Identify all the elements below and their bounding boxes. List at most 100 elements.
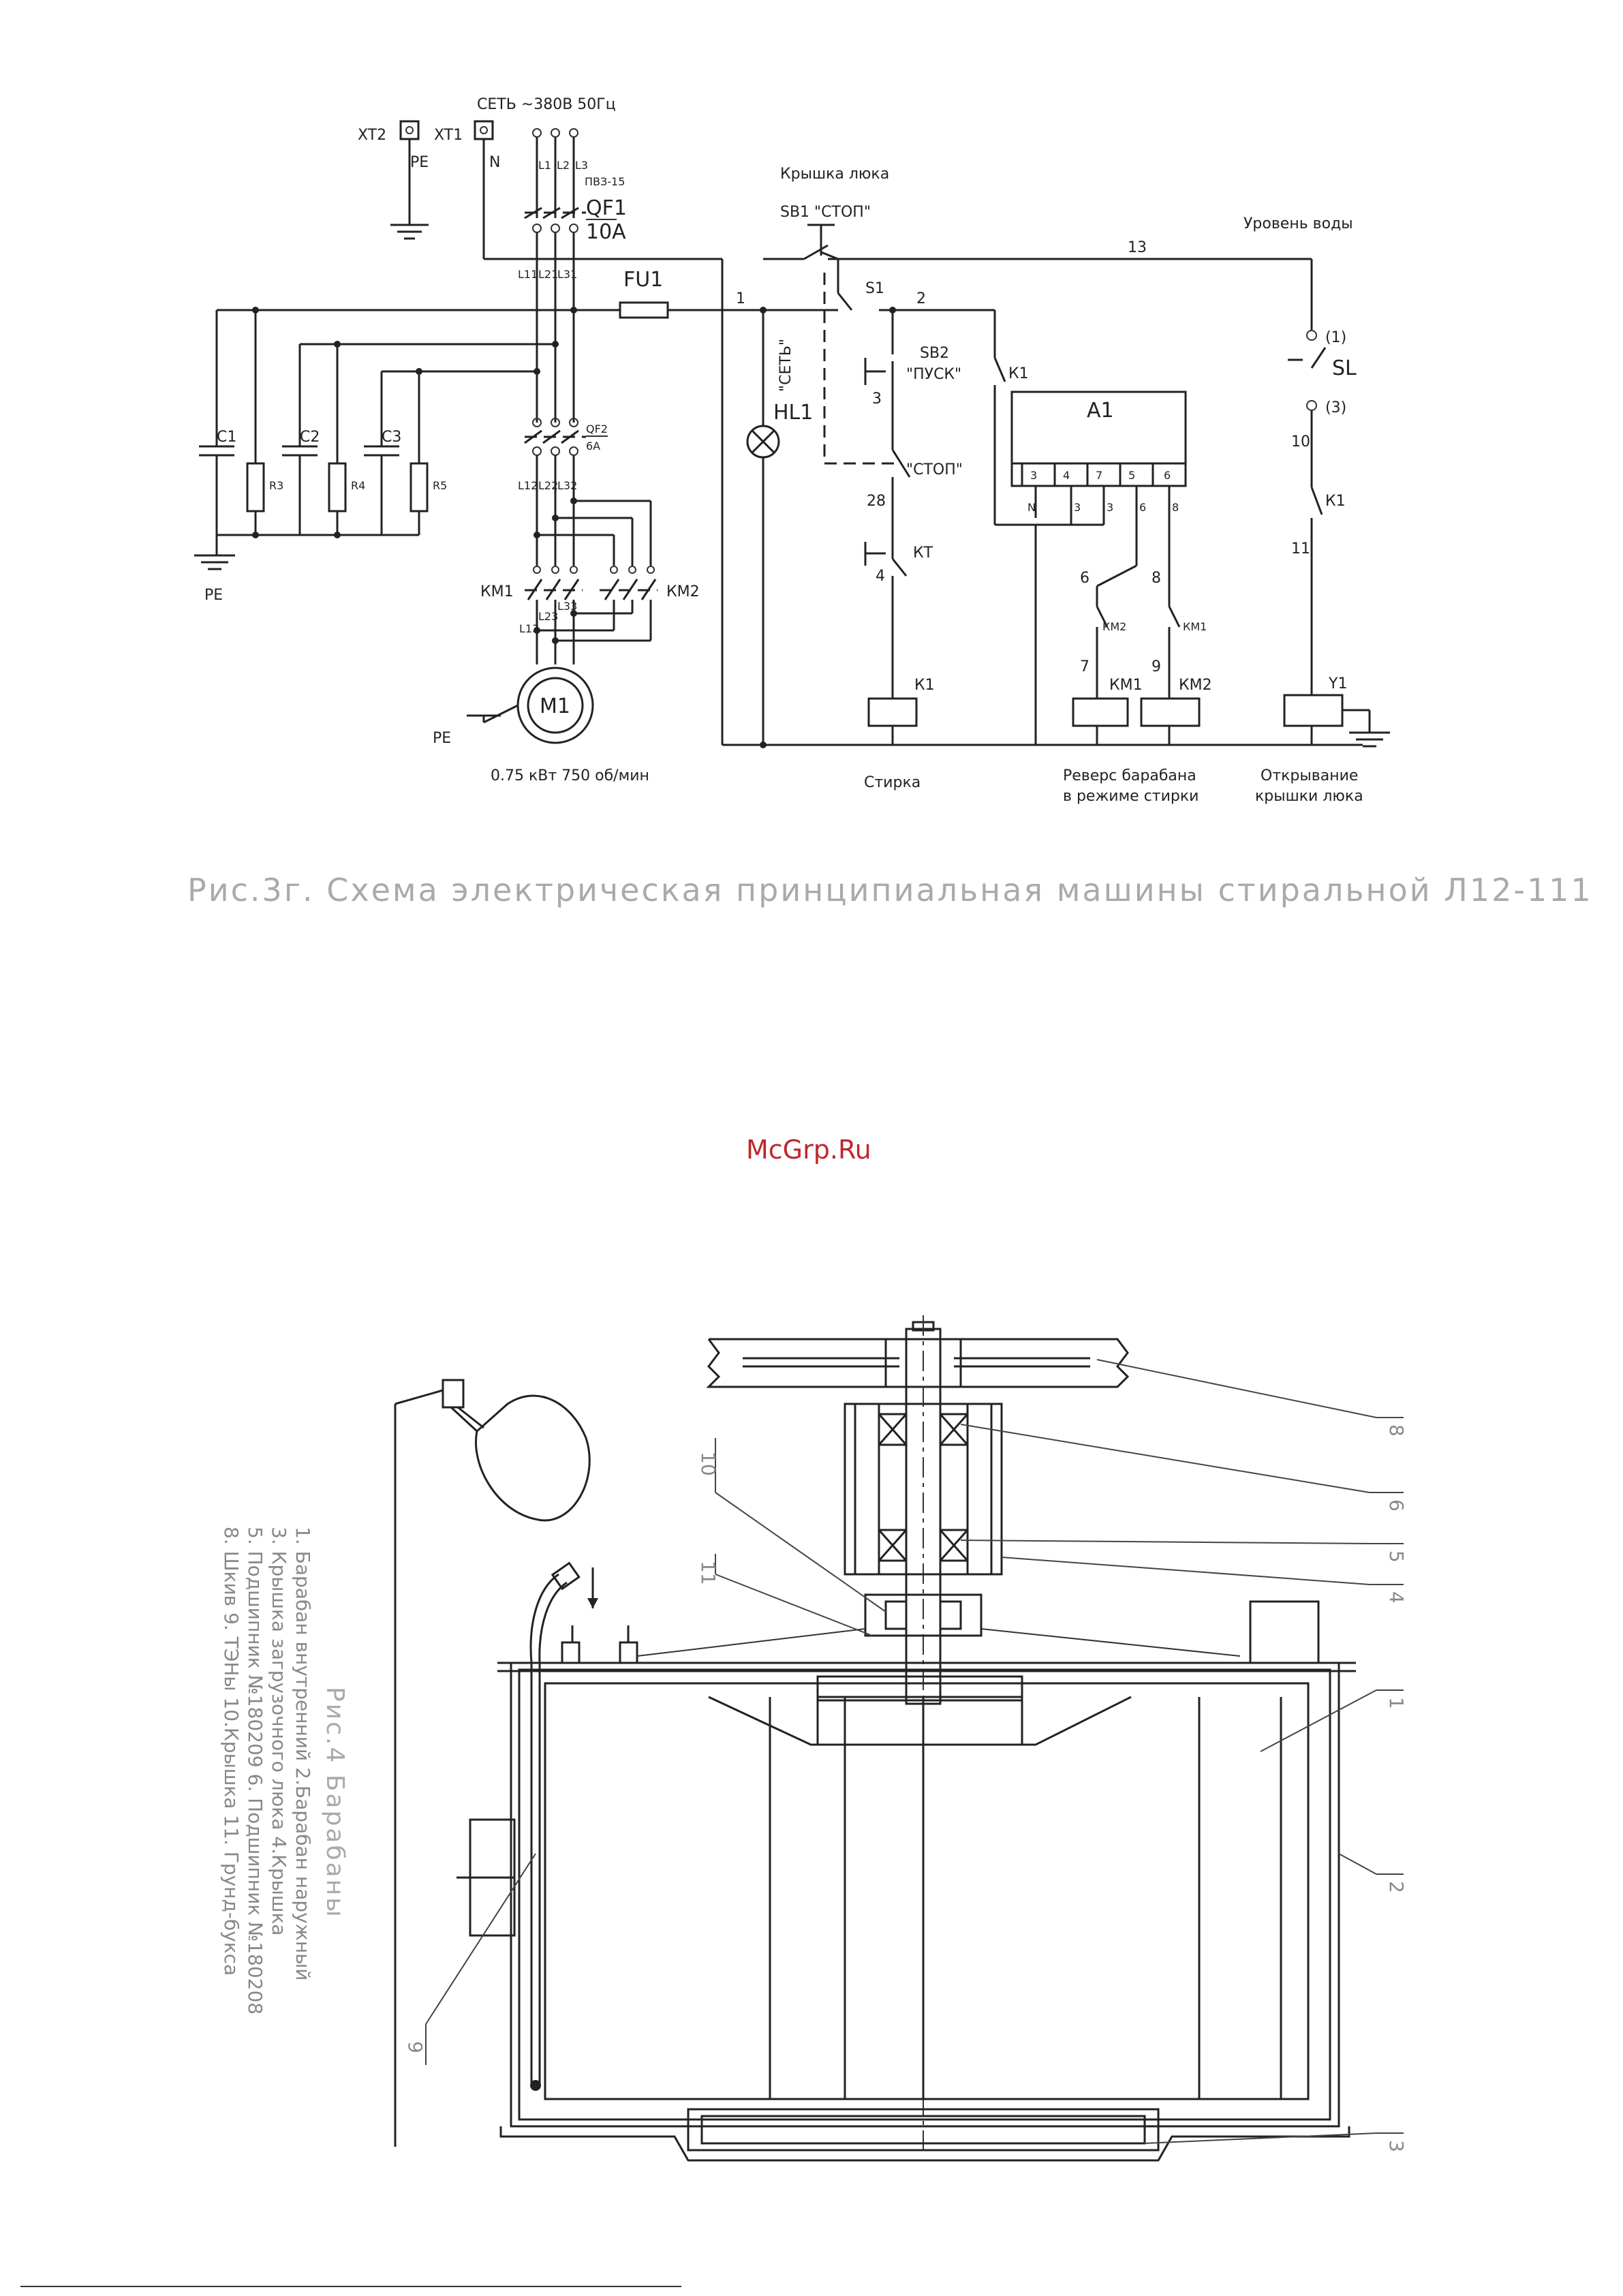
wire-6: 6 bbox=[1080, 570, 1089, 587]
a1-wire-4: 6 bbox=[1139, 501, 1146, 514]
label-pusk: "ПУСК" bbox=[906, 366, 961, 383]
label-k1-coil: К1 bbox=[914, 677, 935, 694]
drum-legend-1: 1. Барабан внутренний 2.Барабан наружный bbox=[292, 1527, 314, 1980]
label-l22: L22 bbox=[538, 479, 558, 492]
heater-elements bbox=[457, 1561, 598, 2091]
label-section-reverse-1: Реверс барабана bbox=[1063, 767, 1196, 784]
terminal-xt2 bbox=[399, 120, 420, 140]
label-l23: L23 bbox=[538, 610, 558, 623]
label-sl: SL bbox=[1332, 356, 1357, 380]
breaker-qf1 bbox=[524, 206, 586, 233]
label-l11: L11 bbox=[518, 268, 538, 281]
outer-drum bbox=[497, 1662, 1356, 2128]
label-qf1-rating: 10А bbox=[586, 220, 626, 244]
solenoid-y1 bbox=[1283, 694, 1344, 727]
label-n: N bbox=[489, 154, 500, 171]
label-c1: C1 bbox=[217, 429, 236, 446]
a1-wire-2: 3 bbox=[1074, 501, 1081, 514]
label-sl-pos3: (3) bbox=[1325, 399, 1346, 416]
label-fu1: FU1 bbox=[623, 268, 663, 292]
wire-10: 10 bbox=[1291, 433, 1310, 450]
label-pe-bottom: PE bbox=[204, 587, 223, 604]
label-s1: S1 bbox=[865, 280, 884, 297]
wire-3: 3 bbox=[872, 391, 882, 408]
lamp-hl1-icon bbox=[746, 425, 780, 459]
label-l3: L3 bbox=[575, 159, 588, 172]
coil-k1 bbox=[867, 697, 918, 727]
callout-1: 1 bbox=[1385, 1697, 1408, 1709]
label-pvz: ПВЗ-15 bbox=[585, 175, 625, 188]
a1-pin-3: 7 bbox=[1096, 469, 1102, 482]
ground-icon bbox=[1349, 731, 1390, 748]
wire-13: 13 bbox=[1128, 239, 1147, 256]
callout-3: 3 bbox=[1385, 2140, 1408, 2152]
callouts: 8 6 5 4 10 11 1 2 3 bbox=[404, 1359, 1408, 2152]
label-km1: КМ1 bbox=[480, 583, 514, 600]
pulley bbox=[706, 1338, 1130, 1388]
label-y1: Y1 bbox=[1328, 675, 1347, 692]
label-a1: A1 bbox=[1087, 399, 1114, 423]
label-km2: КМ2 bbox=[666, 583, 700, 600]
label-c3: C3 bbox=[382, 429, 401, 446]
label-qf2: QF2 bbox=[586, 423, 608, 435]
wire-2: 2 bbox=[916, 290, 926, 307]
label-water-level: Уровень воды bbox=[1243, 215, 1353, 232]
bearing-housing bbox=[844, 1403, 1003, 1576]
callout-4: 4 bbox=[1385, 1591, 1408, 1604]
label-r4: R4 bbox=[351, 479, 365, 492]
label-r5: R5 bbox=[433, 479, 447, 492]
label-qf1: QF1 bbox=[586, 196, 627, 220]
label-kt: КТ bbox=[913, 545, 933, 562]
drum-caption: Рис.4 Барабаны bbox=[321, 1687, 349, 1919]
label-hl1: HL1 bbox=[773, 401, 813, 425]
a1-pin-5: 6 bbox=[1164, 469, 1171, 482]
drum-legend-4: 8. Шкив 9. ТЭНы 10.Крышка 11. Грунд-букс… bbox=[220, 1527, 243, 1976]
callout-2: 2 bbox=[1385, 1881, 1408, 1893]
a1-wire-5: 8 bbox=[1172, 501, 1179, 514]
label-l33: L33 bbox=[557, 600, 577, 613]
ground-icon bbox=[194, 554, 235, 570]
terminal-xt1 bbox=[474, 120, 494, 140]
wire-7: 7 bbox=[1080, 658, 1089, 675]
lid-inset bbox=[394, 1379, 591, 2147]
drum-drawing: 8 6 5 4 10 11 1 2 3 bbox=[220, 1315, 1408, 2162]
contactor-km1 bbox=[525, 566, 583, 600]
label-stop2: "СТОП" bbox=[906, 461, 963, 478]
schematic-caption: Рис.3г. Схема электрическая принципиальн… bbox=[187, 872, 1593, 908]
resistor-r3 bbox=[246, 310, 265, 535]
label-k1-sl: К1 bbox=[1325, 493, 1346, 510]
label-section-reverse-2: в режиме стирки bbox=[1063, 788, 1199, 805]
fuse-fu1 bbox=[619, 301, 669, 319]
label-section-open-2: крышки люка bbox=[1255, 788, 1363, 805]
label-l12: L12 bbox=[518, 479, 538, 492]
ground-icon bbox=[390, 224, 429, 240]
coil-km2 bbox=[1140, 697, 1201, 727]
callout-10: 10 bbox=[697, 1452, 720, 1476]
callout-5: 5 bbox=[1385, 1550, 1408, 1563]
label-m1: М1 bbox=[540, 694, 570, 718]
callout-8: 8 bbox=[1385, 1424, 1408, 1437]
label-c2: C2 bbox=[300, 429, 320, 446]
resistor-r5 bbox=[409, 371, 429, 535]
label-section-wash: Стирка bbox=[864, 774, 921, 791]
a1-pin-1: 3 bbox=[1030, 469, 1037, 482]
callout-11: 11 bbox=[697, 1561, 720, 1585]
wire-4: 4 bbox=[876, 568, 885, 585]
label-sl-pos1: (1) bbox=[1325, 329, 1346, 346]
label-l32: L32 bbox=[557, 479, 577, 492]
label-pe-motor: PE bbox=[433, 730, 451, 747]
label-km2-nc: КМ2 bbox=[1102, 620, 1126, 633]
a1-wire-3: 3 bbox=[1107, 501, 1113, 514]
label-l21: L21 bbox=[538, 268, 558, 281]
drum-legend-3: 5. Подшипник №180209 6. Подшипник №18020… bbox=[244, 1527, 266, 2015]
label-r3: R3 bbox=[269, 479, 283, 492]
label-km1-coil: КМ1 bbox=[1109, 677, 1143, 694]
label-l31: L31 bbox=[557, 268, 577, 281]
capacitor-c1 bbox=[199, 310, 234, 535]
label-l2: L2 bbox=[557, 159, 570, 172]
label-sb2: SB2 bbox=[920, 345, 949, 362]
loading-door bbox=[499, 2108, 1350, 2162]
inner-drum bbox=[544, 1675, 1310, 2100]
label-l13: L13 bbox=[519, 622, 539, 635]
